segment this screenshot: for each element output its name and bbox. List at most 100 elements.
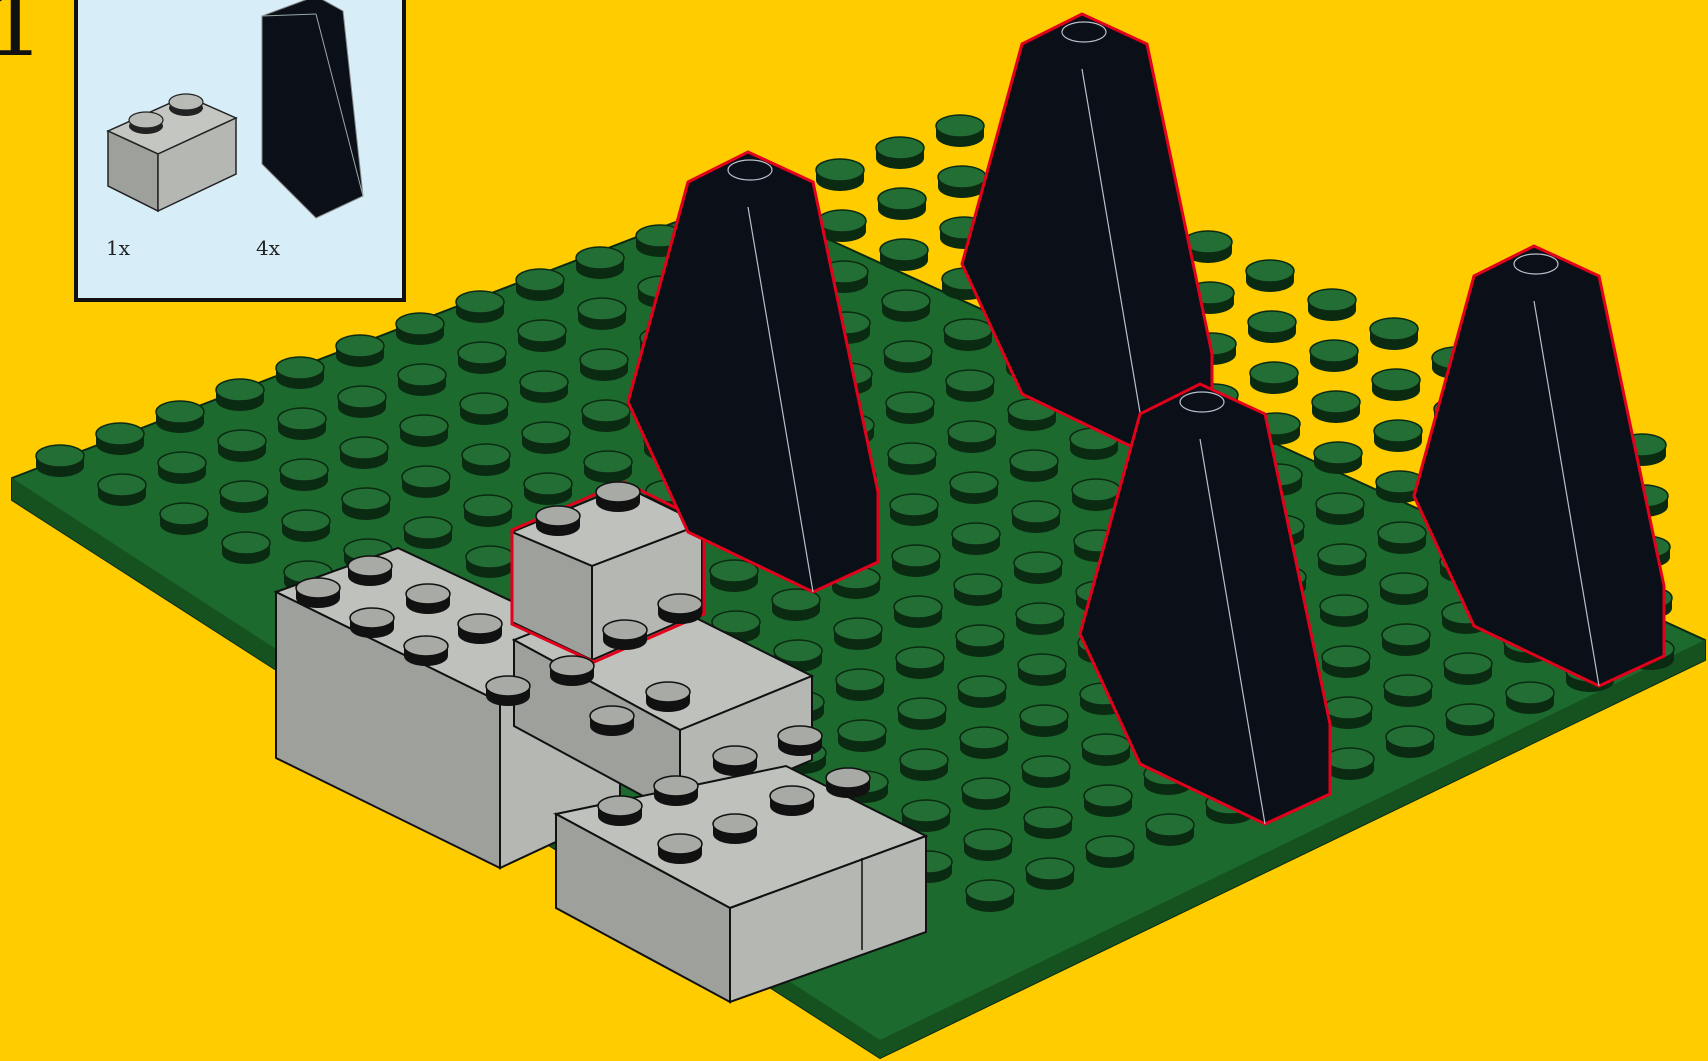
baseplate-stud [938,166,986,198]
baseplate-stud [460,393,508,425]
baseplate-stud [1072,479,1120,511]
baseplate-stud [960,727,1008,759]
baseplate-stud [462,444,510,476]
baseplate-stud [276,357,324,389]
baseplate-stud [1146,814,1194,846]
baseplate-stud [582,400,630,432]
baseplate-stud [222,532,270,564]
baseplate-stud [900,749,948,781]
baseplate-stud [1026,858,1074,890]
baseplate-stud [342,488,390,520]
baseplate-stud [886,392,934,424]
baseplate-stud [1084,785,1132,817]
baseplate-stud [1308,289,1356,321]
gray-brick-stud [350,608,394,638]
gray-brick-stud [590,706,634,736]
baseplate-stud [216,379,264,411]
baseplate-stud [838,720,886,752]
baseplate-stud [1446,704,1494,736]
baseplate-stud [888,443,936,475]
baseplate-stud [338,386,386,418]
baseplate-stud [1384,675,1432,707]
gray-brick-stud [603,620,647,650]
baseplate-stud [1250,362,1298,394]
gray-brick-stud [550,656,594,686]
baseplate-stud [402,466,450,498]
baseplate-stud [878,188,926,220]
baseplate-stud [1378,522,1426,554]
baseplate-stud [340,437,388,469]
baseplate-stud [1022,756,1070,788]
baseplate-stud [516,269,564,301]
gray-brick-stud [596,482,640,512]
baseplate-stud [1012,501,1060,533]
baseplate-stud [936,115,984,147]
baseplate-stud [1018,654,1066,686]
gray-brick-stud [536,506,580,536]
baseplate-stud [524,473,572,505]
gray-brick-stud [296,578,340,608]
baseplate-stud [1020,705,1068,737]
baseplate-stud [576,247,624,279]
baseplate-stud [1014,552,1062,584]
baseplate-stud [404,517,452,549]
gray-brick-stud [348,556,392,586]
baseplate-stud [522,422,570,454]
baseplate-stud [892,545,940,577]
baseplate-stud [944,319,992,351]
baseplate-stud [1322,646,1370,678]
gray-brick-stud [646,682,690,712]
gray-brick-stud [658,594,702,624]
baseplate-stud [336,335,384,367]
baseplate-stud [952,523,1000,555]
baseplate-stud [578,298,626,330]
gray-brick-stud [458,614,502,644]
baseplate-stud [962,778,1010,810]
baseplate-stud [218,430,266,462]
gray-brick-stud [826,768,870,798]
baseplate-stud [1316,493,1364,525]
gray-brick-stud [778,726,822,756]
gray-brick-stud [713,746,757,776]
gray-brick-stud [770,786,814,816]
baseplate-stud [958,676,1006,708]
baseplate-stud [710,560,758,592]
baseplate-stud [580,349,628,381]
baseplate-stud [966,880,1014,912]
baseplate-stud [464,495,512,527]
baseplate-stud [1374,420,1422,452]
baseplate-stud [1310,340,1358,372]
baseplate-stud [1444,653,1492,685]
baseplate-stud [1372,369,1420,401]
baseplate-stud [1016,603,1064,635]
baseplate-stud [834,618,882,650]
baseplate-stud [396,313,444,345]
baseplate-stud [398,364,446,396]
baseplate-stud [456,291,504,323]
baseplate-stud [898,698,946,730]
baseplate-stud [1386,726,1434,758]
baseplate-stud [1370,318,1418,350]
baseplate-stud [890,494,938,526]
baseplate-stud [896,647,944,679]
baseplate-stud [880,239,928,271]
baseplate-stud [882,290,930,322]
baseplate-stud [1380,573,1428,605]
baseplate-stud [1086,836,1134,868]
baseplate-stud [950,472,998,504]
baseplate-stud [884,341,932,373]
baseplate-stud [466,546,514,578]
baseplate-stud [876,137,924,169]
baseplate-stud [1314,442,1362,474]
baseplate-stud [160,503,208,535]
baseplate-stud [220,481,268,513]
baseplate-stud [1506,682,1554,714]
gray-brick-stud [486,676,530,706]
baseplate-stud [964,829,1012,861]
baseplate-stud [772,589,820,621]
baseplate-stud [836,669,884,701]
baseplate-stud [458,342,506,374]
baseplate-stud [156,401,204,433]
baseplate-stud [1246,260,1294,292]
